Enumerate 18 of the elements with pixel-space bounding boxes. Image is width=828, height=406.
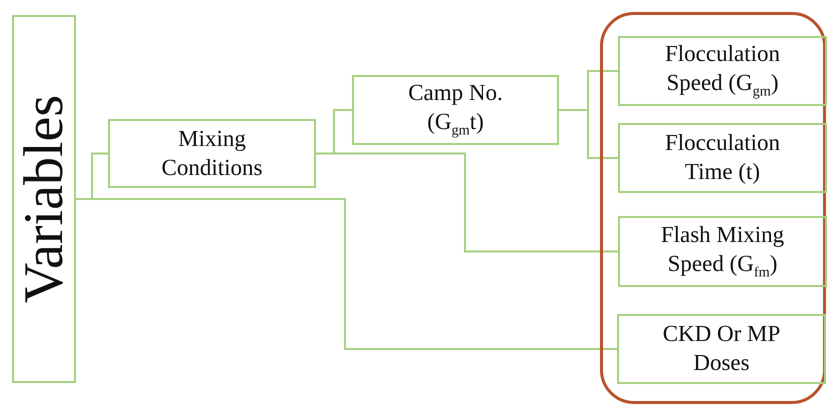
variable-box <box>618 36 827 106</box>
box-label: Flocculation Time (t) <box>664 129 781 186</box>
variable-box <box>352 75 559 145</box>
variable-box <box>618 216 827 287</box>
rotated-heading: Variables <box>16 94 72 304</box>
box-label: Mixing Conditions <box>160 124 264 182</box>
variable-box <box>617 314 826 384</box>
group-frame <box>600 12 826 404</box>
box-label: CKD Or MP Doses <box>662 320 782 377</box>
variable-box <box>12 15 76 383</box>
connector-line <box>559 109 618 159</box>
connector-line <box>316 152 618 252</box>
connector-line <box>76 198 617 350</box>
box-label: Flash Mixing Speed (G$_{fm}$) <box>660 220 786 282</box>
box-label: Flocculation Speed (G$_{gm}$) <box>664 40 781 102</box>
variable-box <box>108 119 316 188</box>
variable-box <box>618 123 827 193</box>
box-label: Camp No. (G$_{gm}$t) <box>407 79 504 141</box>
